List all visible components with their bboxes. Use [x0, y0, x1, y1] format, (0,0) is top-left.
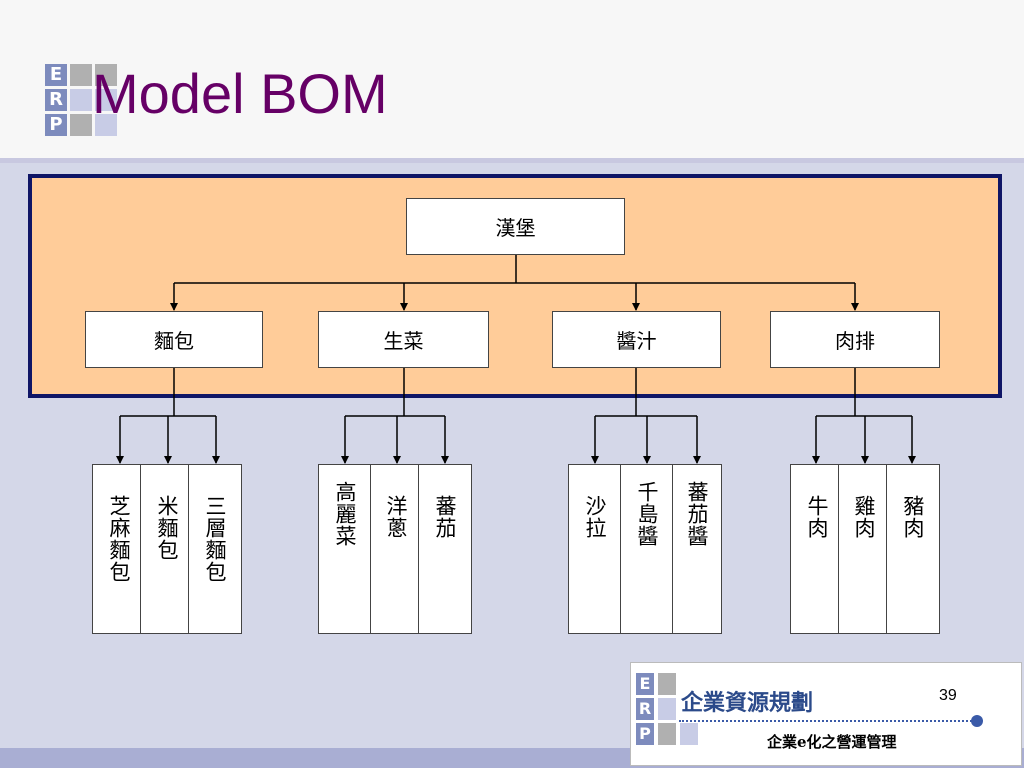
bom-part-node: 高麗菜: [318, 464, 372, 634]
bom-part-label: 千島醬: [635, 481, 659, 547]
bom-part-node: 蕃茄: [418, 464, 472, 634]
bom-part-node: 雞肉: [838, 464, 890, 634]
footer-title: 企業資源規劃: [681, 691, 814, 716]
bom-part-label: 牛肉: [805, 495, 829, 539]
footer-logo-letter-e: E: [639, 674, 651, 693]
slide-title: Model BOM: [92, 62, 388, 125]
bom-part-label: 洋蔥: [384, 495, 408, 539]
bom-part-node: 豬肉: [886, 464, 940, 634]
erp-logo: E R P: [45, 64, 125, 138]
footer-logo-letter-p: P: [639, 724, 651, 743]
bom-part-node: 蕃茄醬: [672, 464, 722, 634]
bom-part-node: 千島醬: [620, 464, 674, 634]
footer-dotted-rule: [679, 720, 975, 722]
bom-component-node: 麵包: [85, 311, 263, 368]
footer-subtitle: 企業e化之營運管理: [767, 733, 897, 751]
footer-dot: [971, 715, 983, 727]
bom-part-label: 芝麻麵包: [107, 495, 131, 583]
bom-part-label: 蕃茄醬: [685, 481, 709, 547]
bom-part-label: 雞肉: [852, 495, 876, 539]
bom-component-node: 肉排: [770, 311, 940, 368]
bom-part-node: 洋蔥: [370, 464, 422, 634]
bom-component-node: 醬汁: [552, 311, 721, 368]
footer-erp-logo: E R P: [636, 673, 716, 749]
logo-letter-p: P: [49, 114, 63, 135]
bom-part-label: 三層麵包: [203, 495, 227, 583]
bom-part-node: 芝麻麵包: [92, 464, 146, 634]
bom-part-label: 豬肉: [901, 495, 925, 539]
bom-part-node: 牛肉: [790, 464, 844, 634]
bom-part-label: 沙拉: [583, 495, 607, 539]
bom-part-node: 米麵包: [140, 464, 194, 634]
logo-letter-r: R: [49, 89, 63, 110]
bom-part-label: 蕃茄: [433, 495, 457, 539]
footer-brand: E R P 企業資源規劃 39 企業e化之營運管理: [630, 662, 1022, 766]
bom-root-node: 漢堡: [406, 198, 625, 255]
slide-header: E R P Model BOM: [0, 0, 1024, 160]
bom-part-node: 三層麵包: [188, 464, 242, 634]
logo-letter-e: E: [49, 64, 63, 85]
footer-logo-letter-r: R: [638, 699, 652, 718]
bom-component-node: 生菜: [318, 311, 489, 368]
bom-part-label: 高麗菜: [333, 481, 357, 547]
bom-part-node: 沙拉: [568, 464, 622, 634]
page-number: 39: [939, 687, 957, 704]
header-divider: [0, 158, 1024, 163]
bom-part-label: 米麵包: [155, 495, 179, 561]
